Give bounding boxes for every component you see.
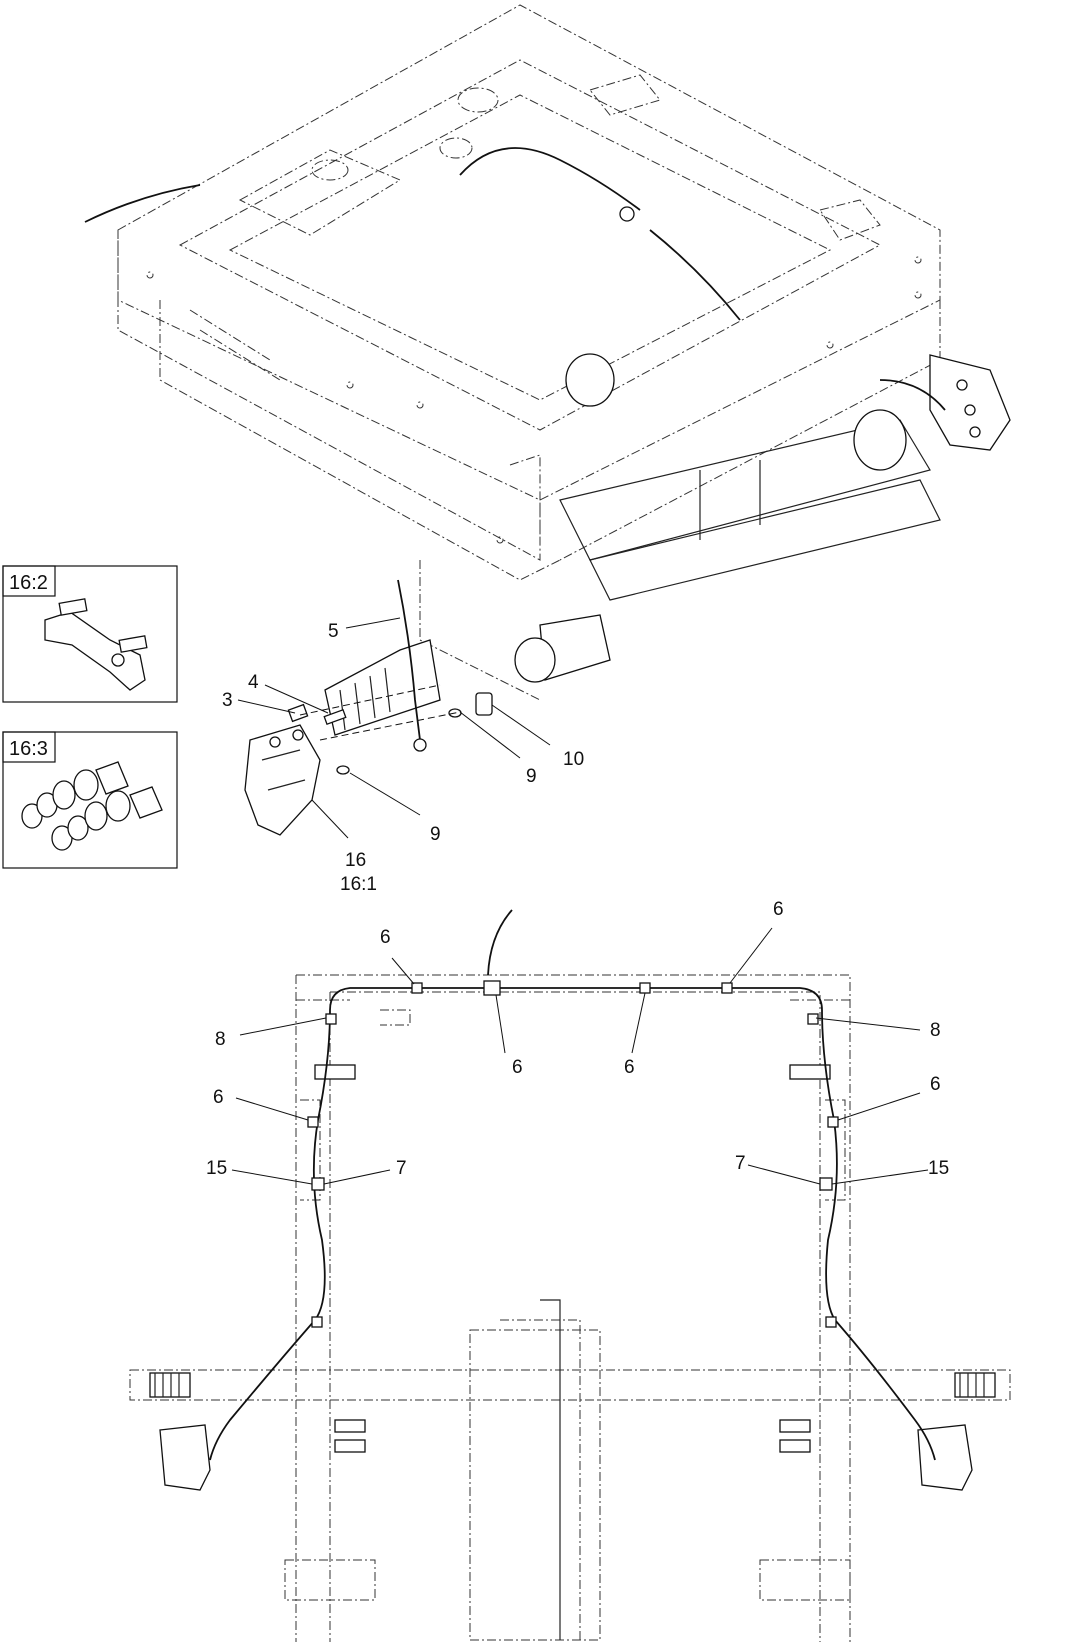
- axle-assembly-bottom: [129, 1064, 1011, 1641]
- callout-6d: 6: [624, 1057, 635, 1078]
- brake-hose: [397, 579, 421, 741]
- callout-9b: 9: [430, 824, 441, 845]
- callout-4: 4: [248, 672, 259, 693]
- callout-8a: 8: [215, 1029, 226, 1050]
- fittings: [287, 684, 493, 775]
- brake-caliper: [244, 724, 321, 836]
- leaders-bottom: [231, 927, 929, 1185]
- callout-6e: 6: [213, 1087, 224, 1108]
- axle-assembly-top: [324, 353, 1011, 736]
- callout-3: 3: [222, 690, 233, 711]
- callout-8b: 8: [930, 1020, 941, 1041]
- callout-7a: 7: [396, 1158, 407, 1179]
- inset-16-2: 16:2: [2, 565, 178, 703]
- callout-6c: 6: [512, 1057, 523, 1078]
- callout-16: 16: [345, 850, 366, 871]
- frame-hose: [84, 147, 741, 321]
- callout-6f: 6: [930, 1074, 941, 1095]
- brake-line-routing: [209, 909, 936, 1461]
- callout-6a: 6: [380, 927, 391, 948]
- leaders-top: [237, 617, 551, 839]
- inset-label-16-2: 16:2: [9, 572, 48, 594]
- inset-label-16-3: 16:3: [9, 738, 48, 760]
- callout-5: 5: [328, 621, 339, 642]
- callout-9a: 9: [526, 766, 537, 787]
- callout-7b: 7: [735, 1153, 746, 1174]
- hose-clips: [307, 980, 839, 1328]
- inset-16-3: 16:3: [2, 731, 178, 869]
- callout-6b: 6: [773, 899, 784, 920]
- plan-view-frame: [295, 974, 851, 1642]
- banjo-fitting: [413, 738, 427, 752]
- callout-16-1: 16:1: [340, 874, 377, 895]
- callout-15a: 15: [206, 1158, 227, 1179]
- chassis-frame: [117, 4, 941, 701]
- callout-10: 10: [563, 749, 584, 770]
- callout-15b: 15: [928, 1158, 949, 1179]
